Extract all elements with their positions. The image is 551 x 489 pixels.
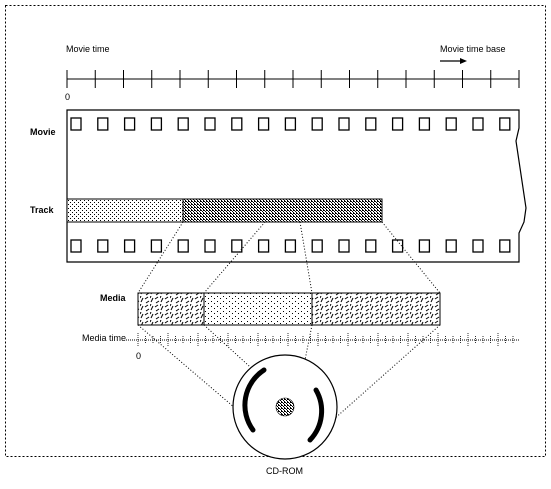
cdrom-label: CD-ROM <box>266 466 303 476</box>
time-base-arrow-icon <box>440 58 467 64</box>
sprocket-hole-top <box>98 118 108 130</box>
sprocket-hole-top <box>259 118 269 130</box>
sprocket-hole-bottom <box>500 240 510 252</box>
track-bar <box>67 199 382 222</box>
movie-label: Movie <box>30 127 56 137</box>
sprocket-hole-bottom <box>419 240 429 252</box>
media-time-label: Media time <box>82 333 126 343</box>
sprocket-hole-top <box>339 118 349 130</box>
movie-time-base-label: Movie time base <box>440 44 506 54</box>
media-time-ruler <box>126 333 520 347</box>
sprocket-hole-top <box>205 118 215 130</box>
sprocket-hole-top <box>125 118 135 130</box>
sprocket-hole-bottom <box>205 240 215 252</box>
cdrom-disc-icon <box>233 355 337 459</box>
sprocket-hole-top <box>419 118 429 130</box>
sprocket-hole-bottom <box>312 240 322 252</box>
sprocket-hole-bottom <box>125 240 135 252</box>
sprocket-hole-top <box>151 118 161 130</box>
sprocket-hole-bottom <box>151 240 161 252</box>
sprocket-hole-top <box>312 118 322 130</box>
media-bar <box>138 293 440 325</box>
sprocket-hole-top <box>178 118 188 130</box>
sprocket-hole-top <box>500 118 510 130</box>
sprocket-hole-top <box>366 118 376 130</box>
sprocket-hole-top <box>446 118 456 130</box>
sprocket-hole-bottom <box>366 240 376 252</box>
movie-time-ruler <box>67 70 519 88</box>
media-time-zero: 0 <box>136 351 141 361</box>
sprocket-hole-bottom <box>178 240 188 252</box>
sprocket-hole-bottom <box>259 240 269 252</box>
movie-time-label: Movie time <box>66 44 110 54</box>
sprocket-hole-bottom <box>446 240 456 252</box>
media-label: Media <box>100 293 127 303</box>
sprocket-hole-top <box>71 118 81 130</box>
track-label: Track <box>30 205 55 215</box>
sprocket-hole-top <box>393 118 403 130</box>
sprocket-hole-bottom <box>98 240 108 252</box>
sprocket-hole-bottom <box>232 240 242 252</box>
movie-time-zero: 0 <box>65 92 70 102</box>
sprocket-hole-bottom <box>339 240 349 252</box>
sprocket-hole-bottom <box>473 240 483 252</box>
sprocket-hole-top <box>285 118 295 130</box>
sprocket-hole-bottom <box>285 240 295 252</box>
sprocket-hole-top <box>473 118 483 130</box>
sprocket-hole-bottom <box>71 240 81 252</box>
sprocket-hole-top <box>232 118 242 130</box>
movie-film-strip <box>67 110 526 262</box>
